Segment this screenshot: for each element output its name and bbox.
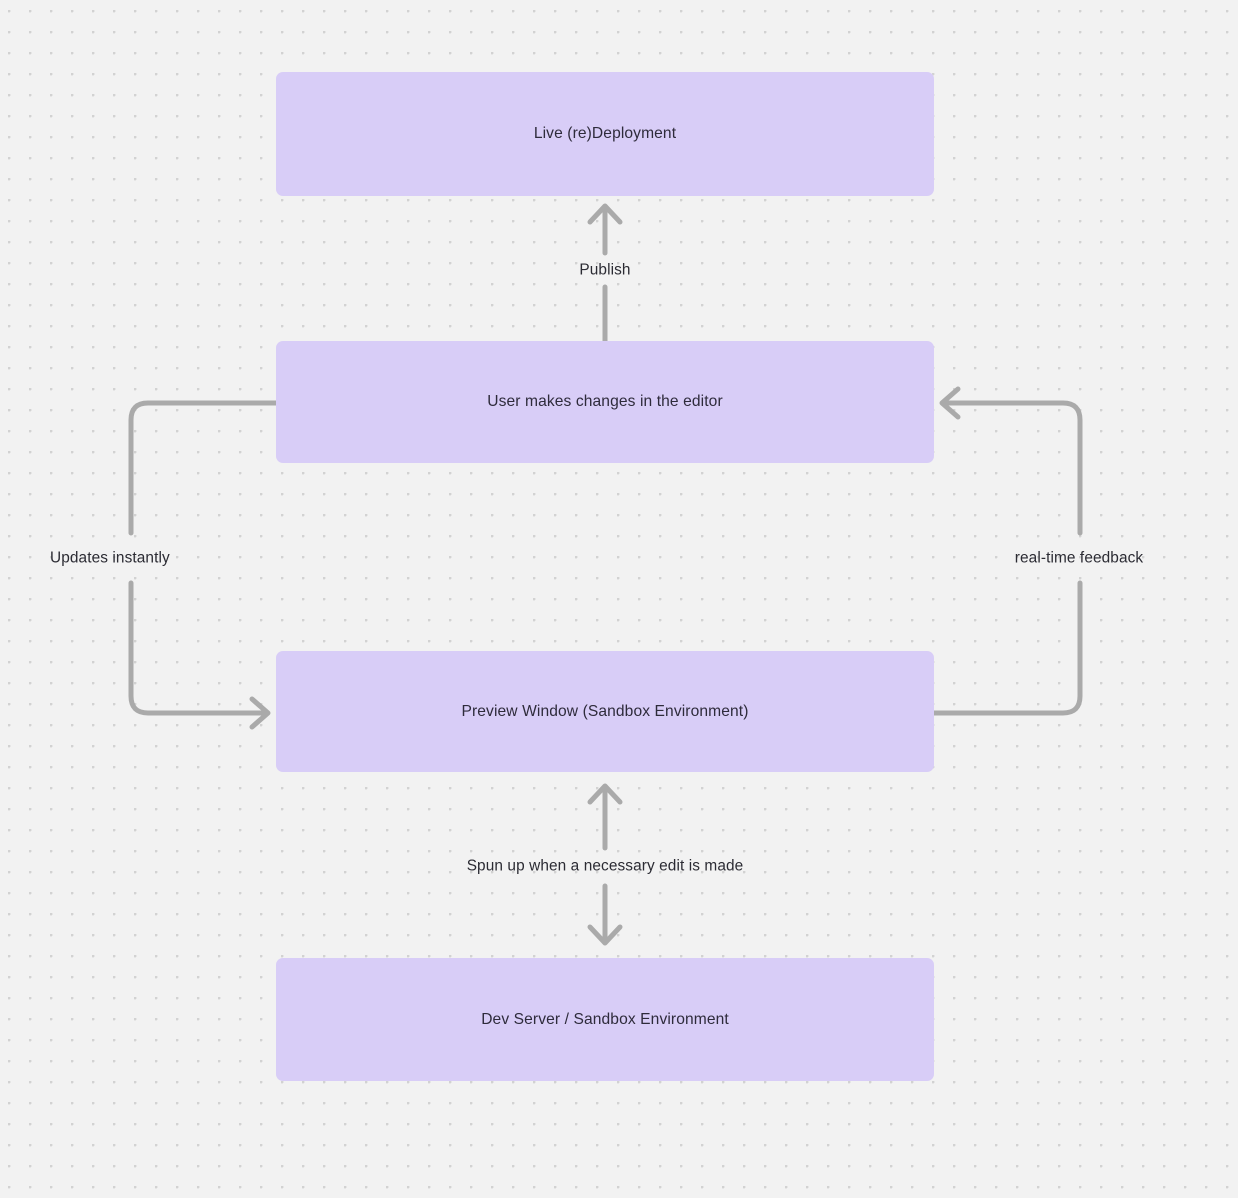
node-label: Preview Window (Sandbox Environment)	[461, 702, 749, 720]
node-preview-window[interactable]: Preview Window (Sandbox Environment)	[276, 651, 934, 772]
node-live-deployment[interactable]: Live (re)Deployment	[276, 72, 934, 196]
edge-label-updates-instantly: Updates instantly	[50, 549, 170, 567]
node-user-edits[interactable]: User makes changes in the editor	[276, 341, 934, 463]
edge-label-real-time-feedback: real-time feedback	[1014, 549, 1144, 567]
node-label: User makes changes in the editor	[487, 393, 723, 411]
node-dev-server[interactable]: Dev Server / Sandbox Environment	[276, 958, 934, 1081]
node-label: Dev Server / Sandbox Environment	[481, 1010, 729, 1028]
edge-label-spun-up: Spun up when a necessary edit is made	[466, 857, 744, 875]
node-label: Live (re)Deployment	[533, 125, 677, 143]
edge-label-publish: Publish	[579, 261, 631, 279]
